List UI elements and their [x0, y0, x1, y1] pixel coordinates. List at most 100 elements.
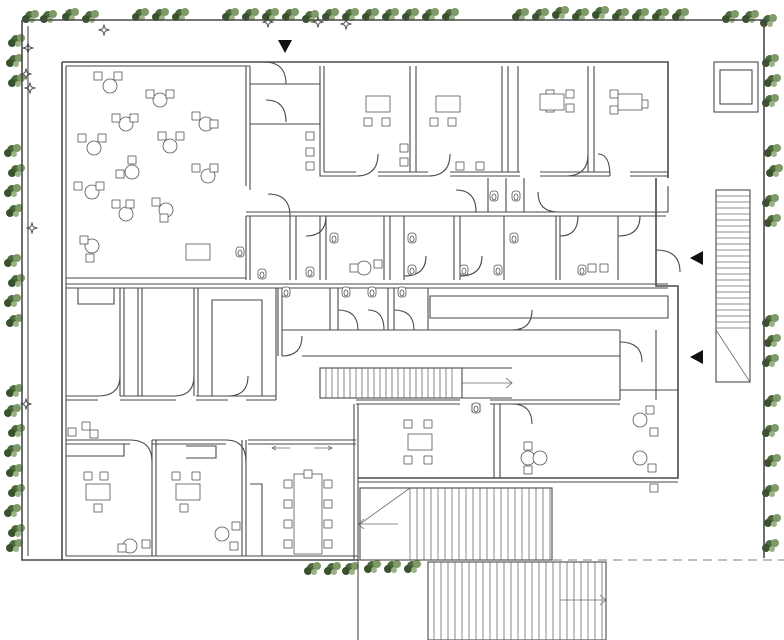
toilet-icon [489, 190, 499, 202]
chair-icon [115, 169, 125, 179]
table-icon [356, 260, 372, 276]
top-offices [319, 66, 668, 177]
table-icon [407, 433, 433, 451]
table-icon [185, 243, 211, 261]
toilet-icon [493, 264, 503, 276]
chair-icon [373, 259, 383, 269]
chair-icon [323, 499, 333, 509]
tree-icon [764, 74, 781, 87]
tree-icon [512, 8, 529, 21]
table-icon [124, 164, 140, 180]
tree-icon [612, 8, 629, 21]
chair-icon [645, 405, 655, 415]
chair-icon [117, 543, 127, 553]
left-long-rooms [66, 288, 277, 401]
tree-icon [672, 8, 689, 21]
chair-icon [209, 119, 219, 129]
tree-icon [22, 10, 39, 23]
table-icon [617, 93, 643, 111]
chair-icon [127, 155, 137, 165]
chair-icon [171, 471, 181, 481]
tree-icon [764, 514, 781, 527]
chair-icon [191, 471, 201, 481]
chair-icon [79, 235, 89, 245]
rooftop-unit [713, 61, 759, 113]
chair-icon [455, 161, 465, 171]
tree-icon [6, 464, 23, 477]
chair-icon [191, 111, 201, 121]
chair-icon [129, 113, 139, 123]
table-icon [539, 93, 565, 111]
chair-icon [83, 471, 93, 481]
tree-icon [222, 8, 239, 21]
chair-icon [97, 133, 107, 143]
tree-icon [764, 454, 781, 467]
table-icon [632, 450, 648, 466]
chair-icon [231, 521, 241, 531]
chair-icon [191, 163, 201, 173]
table-icon [85, 483, 111, 501]
tree-icon [402, 8, 419, 21]
tree-icon [6, 314, 23, 327]
tree-icon [592, 6, 609, 19]
toilet-icon [471, 402, 481, 414]
chair-icon [565, 89, 575, 99]
chair-icon [283, 519, 293, 529]
chair-icon [349, 263, 359, 273]
tree-icon [4, 144, 21, 157]
toilet-icon [407, 264, 417, 276]
restroom-core [245, 178, 681, 280]
table-icon [214, 526, 230, 542]
tree-icon [322, 8, 339, 21]
chair-icon [587, 263, 597, 273]
tree-icon [262, 8, 279, 21]
chair-icon [305, 147, 315, 157]
tree-icon [442, 8, 459, 21]
toilet-icon [511, 190, 521, 202]
chair-icon [475, 161, 485, 171]
tree-icon [342, 562, 359, 575]
chair-icon [209, 163, 219, 173]
chair-icon [399, 143, 409, 153]
tree-icon [382, 8, 399, 21]
entrance-arrow-east-lower [690, 350, 703, 364]
tree-icon [764, 214, 781, 227]
table-icon [86, 140, 102, 156]
tree-icon [62, 8, 79, 21]
chair-icon [565, 103, 575, 113]
tree-icon [764, 144, 781, 157]
table-icon [532, 450, 548, 466]
chair-icon [165, 89, 175, 99]
chair-icon [303, 469, 313, 479]
chair-icon [647, 463, 657, 473]
central-corridor [66, 283, 669, 400]
chair-icon [125, 199, 135, 209]
chair-icon [523, 441, 533, 451]
tree-icon [152, 8, 169, 21]
toilet-icon [397, 286, 407, 298]
tree-icon [764, 334, 781, 347]
toilet-icon [281, 286, 291, 298]
furniture-layer [67, 71, 659, 555]
tree-icon [324, 562, 341, 575]
tree-icon [282, 8, 299, 21]
toilet-icon [407, 232, 417, 244]
entrance-arrow-north [278, 40, 292, 53]
tree-icon [652, 8, 669, 21]
chair-icon [145, 89, 155, 99]
chair-icon [609, 105, 619, 115]
site-boundary [21, 19, 784, 640]
chair-icon [323, 479, 333, 489]
tree-icon [6, 54, 23, 67]
chair-icon [323, 519, 333, 529]
chair-icon [151, 197, 161, 207]
tree-icon [766, 164, 783, 177]
tree-icon [4, 444, 21, 457]
tree-icon [364, 560, 381, 573]
tree-icon [4, 404, 21, 417]
chair-icon [85, 253, 95, 263]
chair-icon [399, 157, 409, 167]
chair-icon [93, 503, 103, 513]
toilet-icon [509, 232, 519, 244]
tree-icon [742, 10, 759, 23]
